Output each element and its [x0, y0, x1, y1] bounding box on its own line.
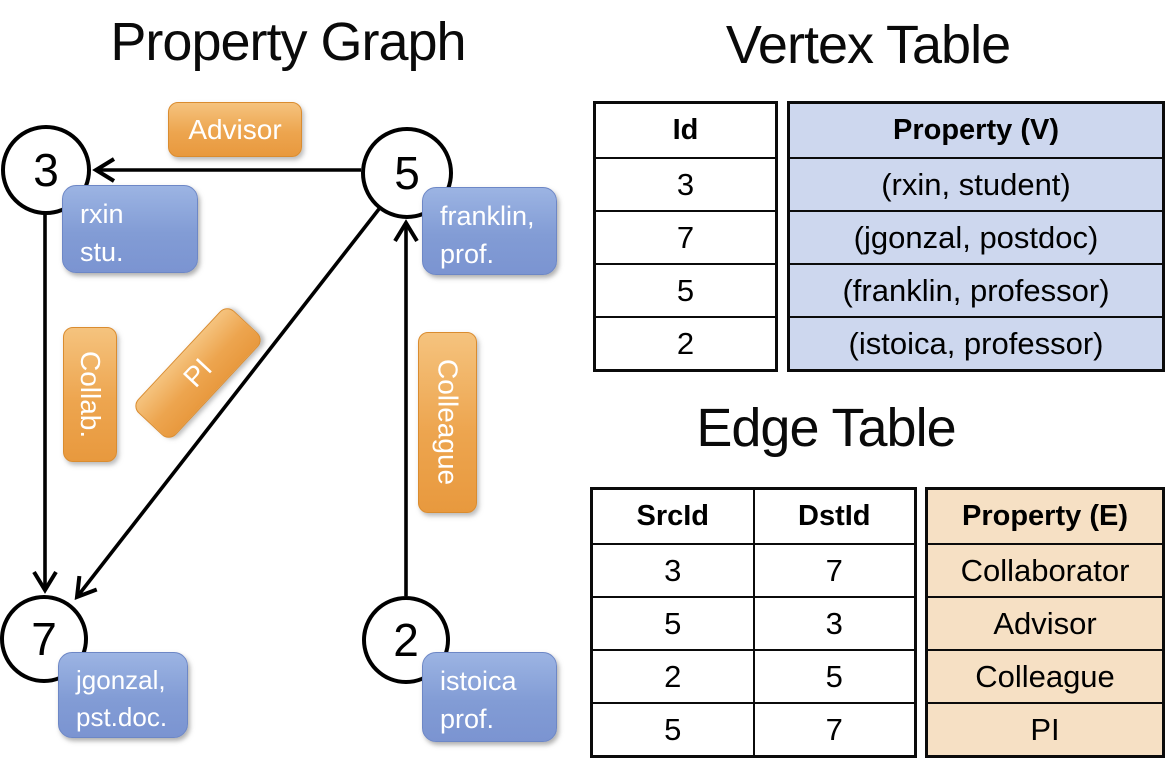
vertex-table-id-column: Id 3 7 5 2: [593, 101, 778, 372]
edge-table-row: 2 5: [593, 649, 914, 702]
edge-label-text: Advisor: [188, 113, 282, 145]
vertex-table-property-cell: (rxin, student): [790, 157, 1162, 210]
vertex-card-line: rxin: [80, 199, 124, 229]
vertex-table-id-cell: 2: [596, 316, 775, 369]
vertex-table-header-property: Property (V): [790, 104, 1162, 157]
edge-table-header-srcid: SrcId: [636, 500, 710, 532]
node-id-label: 3: [33, 144, 59, 196]
edge-table-dstid-cell: 5: [752, 651, 915, 702]
edge-table-row: 5 7: [593, 702, 914, 755]
edge-table-header-dstid: DstId: [752, 490, 915, 543]
edge-table-property-cell: Colleague: [928, 649, 1162, 702]
vertex-card-rxin: rxin stu.: [62, 185, 198, 273]
vertex-card-line: prof.: [440, 704, 495, 735]
vertex-card-jgonzal: jgonzal, pst.doc.: [58, 652, 188, 738]
vertex-card-line: prof.: [440, 239, 495, 270]
edge-table-row: 3 7: [593, 543, 914, 596]
vertex-table: Id 3 7 5 2 Property (V) (rxin, student) …: [593, 101, 1165, 372]
graph-edges-svg: [32, 157, 419, 601]
edge-label-text: Collab.: [75, 350, 106, 439]
edge-table-row: 5 3: [593, 596, 914, 649]
edge-table-header-property: Property (E): [928, 490, 1162, 543]
edge-table-srcid-cell: 2: [664, 658, 682, 694]
vertex-card-franklin: franklin, prof.: [422, 187, 557, 275]
vertex-card-line: jgonzal,: [76, 665, 166, 695]
node-id-label: 2: [393, 614, 419, 666]
edge-table-srcid-cell: 5: [664, 711, 682, 747]
vertex-table-property-column: Property (V) (rxin, student) (jgonzal, p…: [787, 101, 1165, 372]
edge-5-to-7-pi: [74, 207, 381, 601]
vertex-table-id-cell: 7: [596, 210, 775, 263]
edge-table-title: Edge Table: [696, 398, 956, 458]
edge-table-srcid-cell: 3: [664, 552, 682, 588]
vertex-table-id-cell: 3: [596, 157, 775, 210]
graph-node-2: 2: [362, 596, 450, 684]
vertex-table-property-cell: (istoica, professor): [790, 316, 1162, 369]
vertex-card-line: istoica: [440, 666, 517, 696]
property-graph-title: Property Graph: [110, 12, 466, 72]
vertex-card-line: pst.doc.: [76, 701, 168, 732]
vertex-table-title: Vertex Table: [725, 15, 1011, 75]
edge-table: SrcId DstId 3 7 5 3 2 5 5 7 Property (E)…: [590, 487, 1165, 758]
edge-label-collab: Collab.: [63, 327, 117, 462]
edge-table-id-columns: SrcId DstId 3 7 5 3 2 5 5 7: [590, 487, 917, 758]
edge-table-property-cell: PI: [928, 702, 1162, 755]
vertex-card-istoica: istoica prof.: [422, 652, 557, 742]
vertex-table-property-cell: (franklin, professor): [790, 263, 1162, 316]
edge-table-dstid-cell: 3: [752, 598, 915, 649]
edge-table-dstid-cell: 7: [752, 545, 915, 596]
edge-label-advisor: Advisor: [168, 102, 302, 157]
vertex-table-property-cell: (jgonzal, postdoc): [790, 210, 1162, 263]
node-id-label: 5: [394, 147, 420, 199]
edge-table-header-row: SrcId DstId: [593, 490, 914, 543]
edge-label-text: PI: [177, 352, 218, 393]
edge-label-colleague: Colleague: [418, 332, 477, 513]
node-id-label: 7: [31, 613, 57, 665]
vertex-table-header-id: Id: [672, 114, 699, 146]
graph-node-5: 5: [361, 127, 453, 219]
vertex-table-id-cell: 5: [596, 263, 775, 316]
vertex-card-line: stu.: [80, 237, 124, 268]
vertex-card-line: franklin,: [440, 201, 535, 231]
edge-table-property-cell: Collaborator: [928, 543, 1162, 596]
edge-table-property-column: Property (E) Collaborator Advisor Collea…: [925, 487, 1165, 758]
edge-label-text: Colleague: [432, 359, 464, 486]
edge-table-dstid-cell: 7: [752, 704, 915, 755]
edge-table-srcid-cell: 5: [664, 605, 682, 641]
edge-table-property-cell: Advisor: [928, 596, 1162, 649]
